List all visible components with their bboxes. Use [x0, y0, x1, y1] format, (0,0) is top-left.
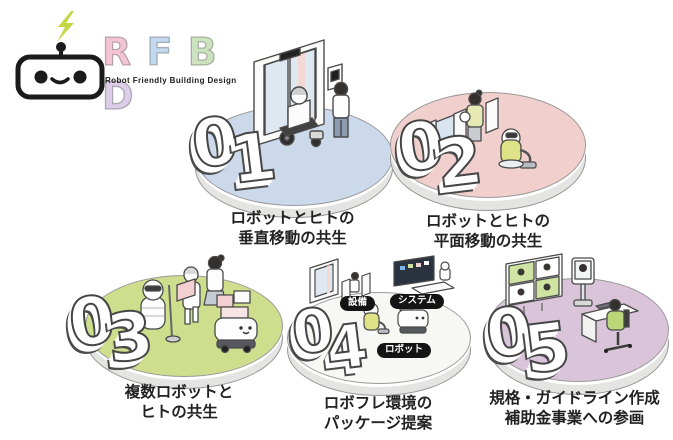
gate-post [485, 97, 499, 134]
brand-letter-d: D [101, 73, 135, 118]
desk-front [581, 313, 597, 343]
mini-gate-post [361, 272, 371, 297]
person-body [332, 94, 350, 119]
cart-box [220, 306, 249, 319]
brand-letter-r: R [101, 29, 133, 74]
cart-robot-smile [242, 331, 250, 335]
robot-head-icon [15, 11, 105, 100]
rfbd-logo: R F B D Robot Friendly Building Design [14, 8, 236, 119]
step-number: 02 [393, 105, 488, 204]
step-03-multi-robot: 03 複数ロボットと ヒトの共生 [64, 243, 283, 433]
robot-smile [50, 77, 70, 85]
step-05-guidelines: 05 規格・ガイドライン作成 補助金事業への参画 [476, 248, 673, 440]
brand-subtitle: Robot Friendly Building Design [105, 76, 237, 85]
floor-indicator [279, 47, 301, 62]
brand-wordmark: R F B D [101, 29, 224, 118]
platform-disc-blue [195, 106, 393, 206]
badge-robot: ロボット [377, 343, 432, 358]
video-conference-scene [505, 253, 639, 353]
woman-head [207, 255, 223, 271]
step-number: 01 [187, 101, 282, 200]
step-03-caption: 複数ロボットと ヒトの共生 [124, 384, 234, 422]
lightning-bolt-icon [57, 11, 74, 42]
step-04-caption: ロボフレ環境の パッケージ提案 [323, 395, 433, 433]
mini-desk [411, 281, 455, 295]
step-04-package: 設備 システム ロボット 04 ロボフレ環境の パッケージ提案 [282, 252, 474, 438]
multi-robot-scene [140, 254, 258, 354]
robot-eye-right [73, 70, 87, 84]
walking-person-head [468, 92, 482, 106]
person-head [333, 81, 349, 97]
pink-parcel [176, 278, 196, 302]
system-monitor [393, 255, 435, 287]
step-02-caption: ロボットとヒトの 平面移動の共生 [425, 213, 550, 251]
woman-body [206, 268, 224, 292]
brand-letter-f: F [146, 29, 174, 74]
cart-box [233, 290, 251, 304]
walking-person-legs [467, 126, 482, 142]
elevator-wheelchair-scene [253, 39, 350, 148]
brand-letter-b: B [187, 29, 218, 74]
badge-equipment: 設備 [340, 296, 376, 311]
robot-eye-left [34, 70, 48, 84]
seated-person-head [608, 298, 622, 312]
step-05-caption: 規格・ガイドライン作成 補助金事業への参画 [489, 390, 660, 428]
step-01-caption: ロボットとヒトの 垂直移動の共生 [230, 210, 355, 248]
badge-system: システム [390, 294, 444, 309]
telepresence-pole [580, 283, 586, 302]
gate-post [423, 119, 437, 156]
seated-person-body [606, 310, 626, 331]
step-01-vertical-movement: 01 ロボットとヒトの 垂直移動の共生 [187, 28, 395, 250]
step-02-horizontal-movement: 02 ロボットとヒトの 平面移動の共生 [388, 52, 588, 257]
step-number: 05 [481, 291, 576, 390]
chair-back [623, 309, 630, 328]
bag [459, 111, 471, 123]
security-gate-scene [423, 89, 537, 169]
mini-vacuum-body [363, 312, 380, 331]
cart-box [216, 294, 234, 308]
mop-stick [168, 284, 173, 338]
step-number: 03 [64, 280, 159, 379]
mop-head [165, 335, 181, 343]
